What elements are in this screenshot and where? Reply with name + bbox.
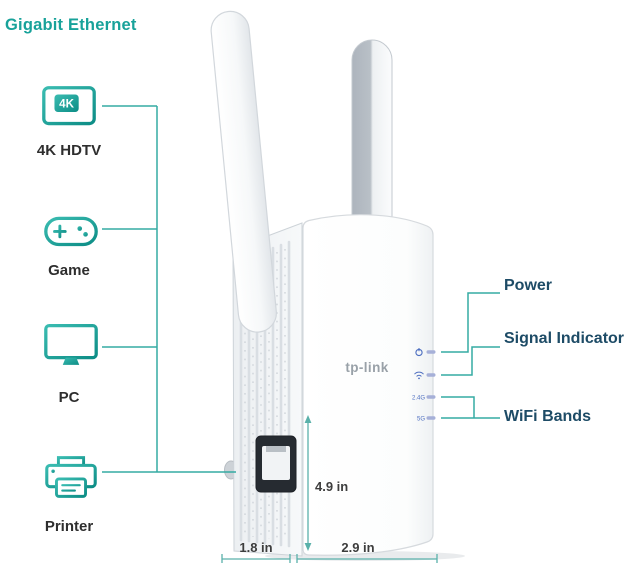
- brand-logo: tp-link: [345, 360, 389, 375]
- dim-width: 2.9 in: [341, 540, 375, 555]
- tv-4k-badge: 4K: [59, 98, 74, 111]
- led-5g-label: 5G: [417, 417, 425, 423]
- dim-height: 4.9 in: [315, 479, 349, 494]
- dimension-lines: [221, 415, 438, 563]
- dim-depth: 1.8 in: [239, 540, 273, 555]
- left-antenna: [210, 10, 277, 333]
- right-antenna: [351, 39, 393, 241]
- tv-4k-icon: 4K: [38, 82, 100, 143]
- callout-wifi-bands: WiFi Bands: [504, 408, 591, 425]
- label-4k-hdtv: 4K HDTV: [36, 142, 102, 159]
- label-pc: PC: [58, 389, 80, 406]
- device-body-front: [302, 214, 434, 556]
- ethernet-port: [255, 435, 297, 493]
- gigabit-ethernet-label: Gigabit Ethernet: [5, 16, 137, 34]
- label-printer: Printer: [44, 518, 94, 535]
- callout-signal-indicator: Signal Indicator: [504, 330, 625, 347]
- power-led-icon: [415, 348, 423, 357]
- printer-icon: [40, 450, 102, 509]
- monitor-icon: [40, 318, 102, 379]
- label-game: Game: [48, 262, 90, 279]
- connector-lines: [102, 105, 500, 473]
- signal-led-icon: [414, 371, 424, 380]
- led-slots: [426, 350, 436, 420]
- gamepad-icon: [40, 204, 102, 261]
- callout-power: Power: [504, 277, 553, 294]
- led-2-4g-label: 2.4G: [412, 395, 425, 401]
